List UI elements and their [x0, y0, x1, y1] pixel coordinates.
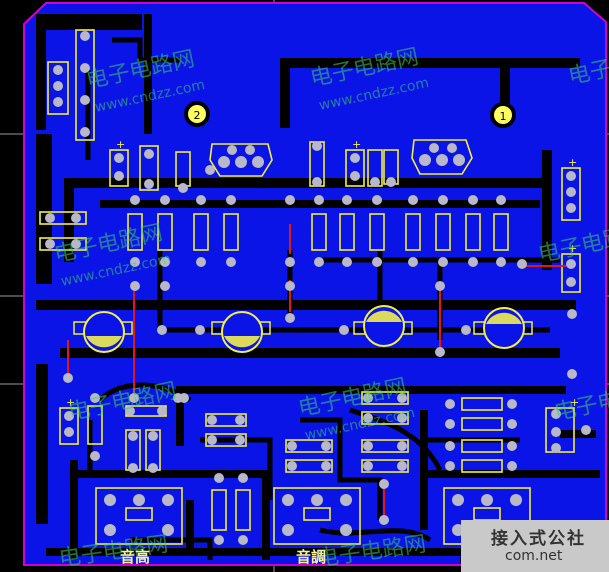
mount-marker-1-label: 1 — [500, 110, 507, 123]
corner-logo-url: com.net — [505, 548, 563, 564]
svg-text:+: + — [570, 396, 579, 409]
mount-marker-2 — [188, 105, 206, 123]
capacitor-4 — [473, 307, 533, 349]
pot-volume-outline — [273, 487, 361, 545]
polarity-marks: + + + + + + — [66, 138, 579, 409]
label-treble: 音高 — [120, 548, 150, 566]
mount-marker-2-label: 2 — [194, 109, 201, 122]
svg-text:+: + — [66, 396, 75, 409]
header-left-top — [47, 61, 69, 115]
mount-marker-1 — [494, 106, 512, 124]
capacitor-2 — [211, 311, 271, 353]
svg-text:+: + — [568, 156, 577, 169]
capacitor-row — [73, 305, 533, 353]
corner-logo: 接入式公社 com.net — [461, 520, 609, 572]
capacitor-3 — [353, 305, 413, 347]
svg-text:+: + — [568, 242, 577, 255]
silkscreen-layer — [39, 29, 581, 545]
corner-logo-text: 接入式公社 — [491, 529, 586, 549]
pot-treble-outline — [95, 487, 183, 545]
label-volume: 音調 — [296, 548, 326, 566]
svg-text:+: + — [352, 138, 361, 151]
capacitor-1 — [73, 311, 133, 353]
svg-text:+: + — [116, 138, 125, 151]
